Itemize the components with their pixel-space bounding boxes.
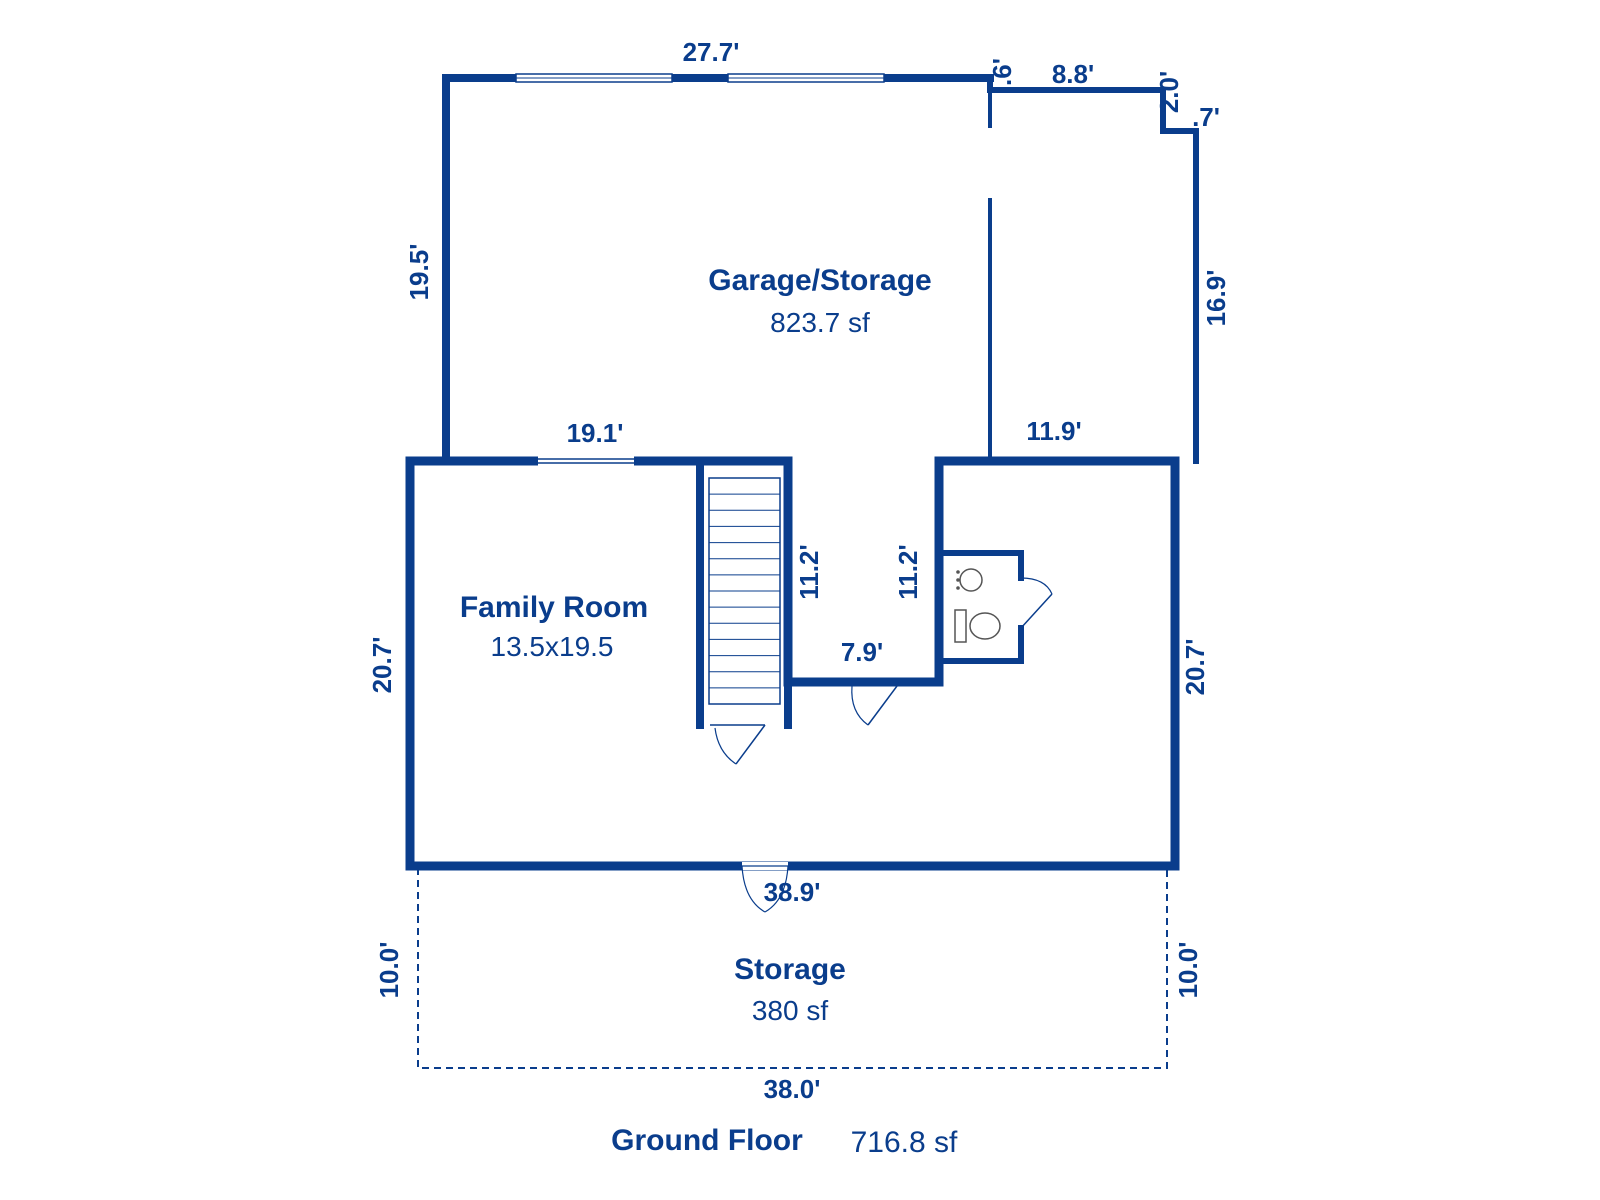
garage-area: 823.7 sf (770, 307, 870, 338)
dim-storage-right: 10.0' (1173, 942, 1203, 999)
stair-door (710, 724, 766, 765)
dim-hall-bottom: 7.9' (841, 637, 883, 667)
hall-door (851, 681, 901, 726)
garage-name: Garage/Storage (708, 264, 931, 297)
entrance-door (741, 862, 789, 913)
bathroom-wall (941, 550, 1024, 664)
dim-garage-left: 19.5' (404, 244, 434, 301)
dim-lower-left: 20.7' (367, 637, 397, 694)
staircase (708, 477, 781, 705)
dim-notch-top: 8.8' (1052, 59, 1094, 89)
floor-name: Ground Floor (611, 1124, 803, 1157)
dim-stair-right: 11.2' (794, 544, 824, 599)
floor-area: 716.8 sf (851, 1126, 958, 1159)
dim-notch-step: .7' (1192, 102, 1220, 132)
storage-name: Storage (734, 953, 846, 986)
garage-windows (515, 73, 885, 83)
dim-garage-right: 16.9' (1201, 270, 1231, 327)
dim-notch-drop: 2.0' (1154, 71, 1184, 113)
dim-garage-bottom-right: 11.9' (1026, 416, 1081, 446)
storage-outline (417, 868, 1168, 1069)
dim-lower-right: 20.7' (1180, 639, 1210, 696)
dim-notch-small: .6' (987, 58, 1017, 86)
bathroom-door (1020, 577, 1053, 629)
dim-garage-bottom-left: 19.1' (567, 418, 624, 448)
dim-lower-bottom: 38.9' (764, 877, 821, 907)
family-room-area: 13.5x19.5 (491, 631, 614, 662)
dim-garage-top: 27.7' (683, 37, 740, 67)
dim-storage-left: 10.0' (374, 942, 404, 999)
family-room-name: Family Room (460, 591, 648, 624)
toilet-icon (954, 609, 1001, 643)
sink-icon (956, 568, 983, 592)
garage-notch-wall (987, 75, 1199, 464)
storage-area: 380 sf (752, 995, 828, 1026)
family-room-opening (538, 456, 634, 466)
dim-hall-left: 11.2' (893, 544, 923, 599)
dim-storage-bottom: 38.0' (764, 1074, 821, 1104)
lower-outer-wall (405, 456, 1180, 871)
